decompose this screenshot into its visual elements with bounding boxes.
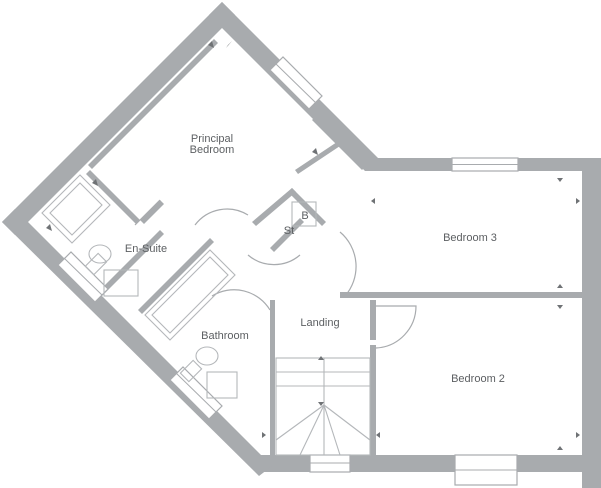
- label-boiler: B: [301, 210, 308, 222]
- label-store: St: [284, 225, 294, 237]
- dimension-arrows: [46, 41, 580, 450]
- label-principal-bedroom-1: Principal: [191, 133, 233, 145]
- label-bathroom: Bathroom: [201, 330, 249, 342]
- room-labels: Principal Bedroom En-Suite Bathroom Land…: [125, 133, 505, 385]
- windows: [57, 56, 519, 486]
- label-en-suite: En-Suite: [125, 243, 167, 255]
- fixtures: [41, 174, 371, 456]
- doors: [134, 199, 417, 349]
- internal-walls: [86, 39, 584, 460]
- label-bedroom-2: Bedroom 2: [451, 373, 505, 385]
- label-bedroom-3: Bedroom 3: [443, 232, 497, 244]
- label-landing: Landing: [300, 317, 339, 329]
- label-principal-bedroom-2: Bedroom: [190, 144, 235, 156]
